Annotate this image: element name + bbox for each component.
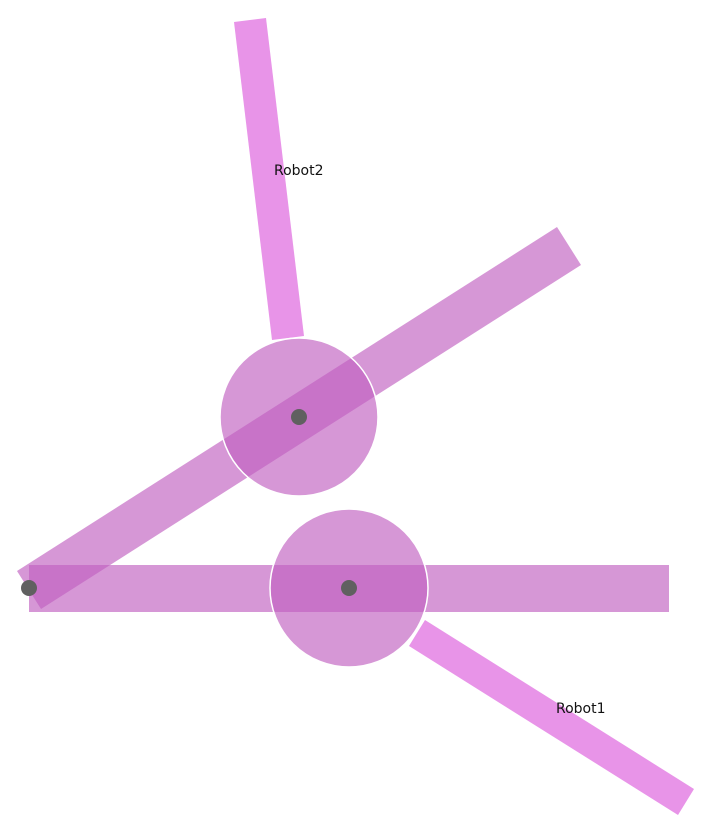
robot1: Robot1 xyxy=(29,508,694,815)
base-joint xyxy=(21,580,37,596)
robot2-arm xyxy=(234,18,304,340)
robot2: Robot2 xyxy=(17,18,581,609)
robot1-arm xyxy=(409,620,694,815)
robot2-label: Robot2 xyxy=(274,163,324,179)
robot1-label: Robot1 xyxy=(556,701,606,717)
robot1-joint xyxy=(341,580,357,596)
robot2-joint xyxy=(291,409,307,425)
